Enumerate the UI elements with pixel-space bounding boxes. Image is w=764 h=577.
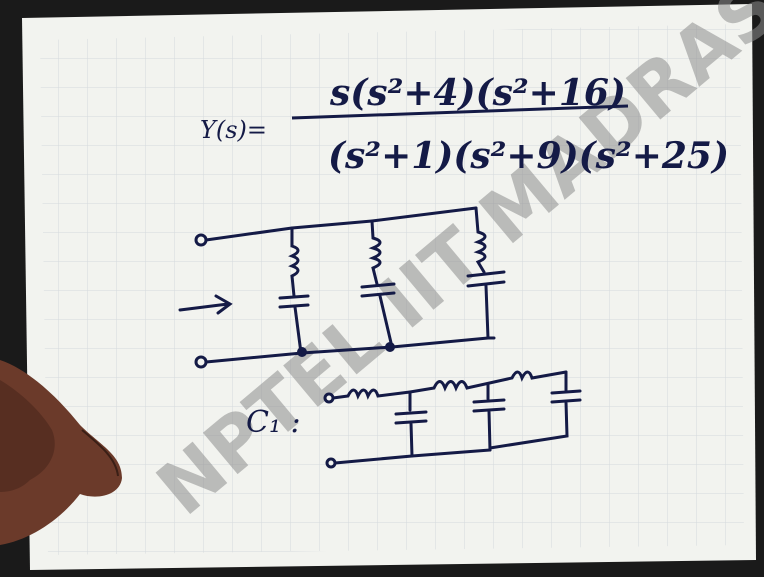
parallel-lc-circuit <box>178 206 506 369</box>
transfer-function-equation: Y(s)= s(s²+4)(s²+16) (s²+1)(s²+9)(s²+25) <box>200 72 729 177</box>
label-c1: C₁ : <box>246 405 301 440</box>
ladder-circuit: C₁ : <box>246 370 582 469</box>
fraction-bar <box>291 104 629 120</box>
equation-lhs: Y(s)= <box>200 116 267 144</box>
presenter-hand <box>0 360 122 545</box>
equation-denominator: (s²+1)(s²+9)(s²+25) <box>328 135 729 177</box>
